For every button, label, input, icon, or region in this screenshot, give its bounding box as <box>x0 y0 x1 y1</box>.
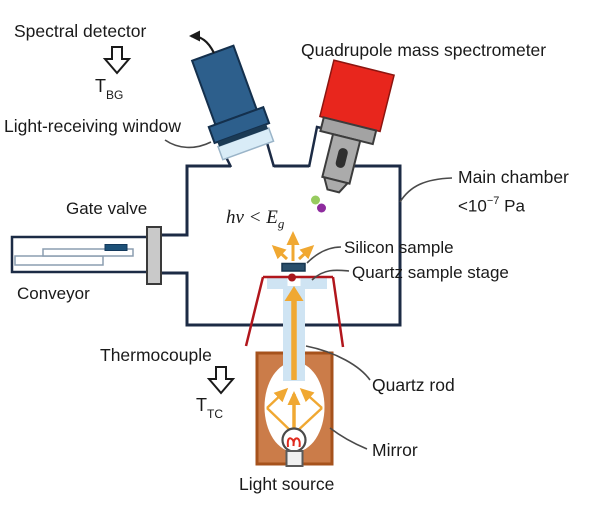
silicon-sample-chip <box>281 262 306 272</box>
down-arrow-icon-tbg <box>102 46 132 75</box>
ray-right-up <box>299 387 323 409</box>
qms-device <box>318 59 395 194</box>
spectral-detector-device <box>190 44 275 161</box>
beam-arrowhead <box>284 286 304 301</box>
stage-notch <box>287 277 301 286</box>
down-arrow-icon-ttc <box>206 366 236 395</box>
label-light-source: Light source <box>239 474 335 494</box>
photon-arrow-right <box>297 244 315 261</box>
pressure-base: <10 <box>458 196 487 216</box>
label-conveyor: Conveyor <box>17 284 90 303</box>
qms-probe-tip <box>322 175 350 194</box>
lamp-filament <box>286 437 301 448</box>
leader-quartz-stage <box>311 269 350 281</box>
label-main-chamber: Main chamber <box>458 167 569 187</box>
photon-arrow-left <box>271 244 289 261</box>
t-bg-symbol: T <box>95 76 106 96</box>
leader-window <box>164 139 212 149</box>
pressure-unit: Pa <box>499 196 525 216</box>
label-pressure: <10−7 Pa <box>458 195 525 216</box>
label-quadrupole: Quadrupole mass spectrometer <box>301 40 547 60</box>
left-arrow-icon <box>189 30 215 54</box>
pressure-exponent: −7 <box>486 195 500 207</box>
leader-silicon-sample <box>306 246 342 264</box>
t-tc-subscript: TC <box>207 406 223 421</box>
gate-valve-plate <box>146 226 162 285</box>
label-t-tc: TTC <box>196 395 223 421</box>
conveyor-lower-tray <box>14 255 104 266</box>
green-particle <box>311 195 320 205</box>
leader-mirror <box>329 427 368 450</box>
label-thermocouple: Thermocouple <box>100 345 212 365</box>
label-gate-valve: Gate valve <box>66 199 148 218</box>
sample-on-conveyor <box>104 244 128 251</box>
purple-particle <box>317 203 326 213</box>
conveyor-upper-tray <box>42 248 134 257</box>
t-tc-symbol: T <box>196 395 207 415</box>
leader-quartz-rod <box>305 345 371 381</box>
label-light-receiving-window: Light-receiving window <box>4 116 182 136</box>
label-spectral-detector: Spectral detector <box>14 21 147 41</box>
label-photon-energy: hν < Eg <box>226 207 284 232</box>
label-t-bg: TBG <box>95 76 124 102</box>
label-quartz-sample-stage: Quartz sample stage <box>352 263 509 282</box>
qms-probe-slot <box>335 148 348 168</box>
lamp-base <box>285 450 304 467</box>
label-mirror: Mirror <box>372 440 418 460</box>
main-chamber-outline <box>161 164 402 327</box>
label-quartz-rod: Quartz rod <box>372 375 455 395</box>
thermocouple-junction-dot <box>288 273 296 282</box>
stage-supports <box>244 275 345 348</box>
photon-subscript: g <box>277 215 285 231</box>
t-bg-subscript: BG <box>106 87 124 102</box>
photon-expression: hν < E <box>226 207 278 228</box>
ray-left-up <box>266 387 289 409</box>
leader-main-chamber <box>399 177 453 203</box>
detector-window-seal <box>217 124 268 147</box>
label-silicon-sample: Silicon sample <box>344 238 454 257</box>
